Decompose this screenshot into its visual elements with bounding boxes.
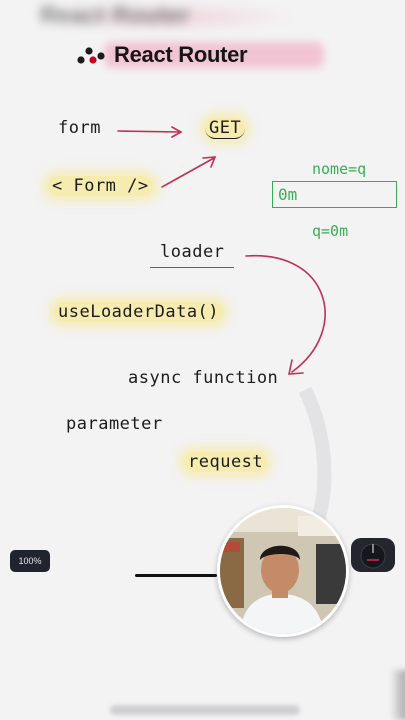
note-request-text: request — [184, 452, 268, 472]
note-query-text: q=0m — [312, 222, 349, 240]
pen-stroke-line — [135, 574, 217, 577]
note-parameter: parameter — [66, 414, 163, 434]
blurred-header-title: React Router — [40, 2, 190, 29]
note-get: GET — [205, 118, 246, 139]
page-title: React Router — [114, 42, 248, 67]
react-router-logo: React Router — [76, 40, 324, 70]
note-form-text: form — [58, 118, 101, 138]
sketch-input-value: 0m — [278, 185, 298, 204]
arrow-form-to-get-head — [171, 126, 183, 138]
note-loader: loader — [150, 242, 235, 268]
arrow-loader-to-async-head — [287, 359, 304, 375]
pen-tool-icon — [360, 543, 386, 569]
arrow-formcomponent-to-get-head — [202, 156, 217, 168]
note-async-function-text: async function — [128, 368, 279, 388]
blurred-header: React Router — [40, 2, 300, 32]
arrow-formcomponent-to-get — [161, 157, 215, 188]
note-get-text: GET — [205, 118, 246, 139]
arrow-loader-to-async — [245, 255, 326, 373]
note-form-component: < Form /> — [48, 176, 153, 196]
note-loader-text: loader — [150, 242, 235, 268]
webcam-bubble — [217, 505, 349, 637]
note-form-component-text: < Form /> — [48, 176, 153, 196]
bottom-home-indicator — [110, 705, 300, 715]
presenter-avatar — [220, 508, 346, 634]
note-async-function: async function — [128, 368, 278, 388]
note-name-eq: nome=q — [312, 160, 366, 178]
logo-highlight — [104, 42, 324, 68]
tool-button[interactable] — [351, 538, 395, 572]
note-form: form — [58, 118, 101, 138]
sketch-input-box: 0m — [272, 181, 397, 208]
note-parameter-text: parameter — [66, 414, 163, 434]
note-query: q=0m — [312, 222, 348, 240]
react-router-logo-icon — [77, 47, 105, 64]
arrow-form-to-get — [117, 130, 181, 133]
note-use-loader-data-text: useLoaderData() — [54, 302, 224, 322]
zoom-level-text: 100% — [18, 556, 42, 566]
faint-pen-stroke — [298, 386, 332, 523]
note-request: request — [184, 452, 268, 472]
note-name-eq-text: nome=q — [312, 160, 367, 178]
zoom-level-button[interactable]: 100% — [10, 550, 50, 572]
note-use-loader-data: useLoaderData() — [54, 302, 224, 322]
edge-shadow — [390, 670, 405, 720]
